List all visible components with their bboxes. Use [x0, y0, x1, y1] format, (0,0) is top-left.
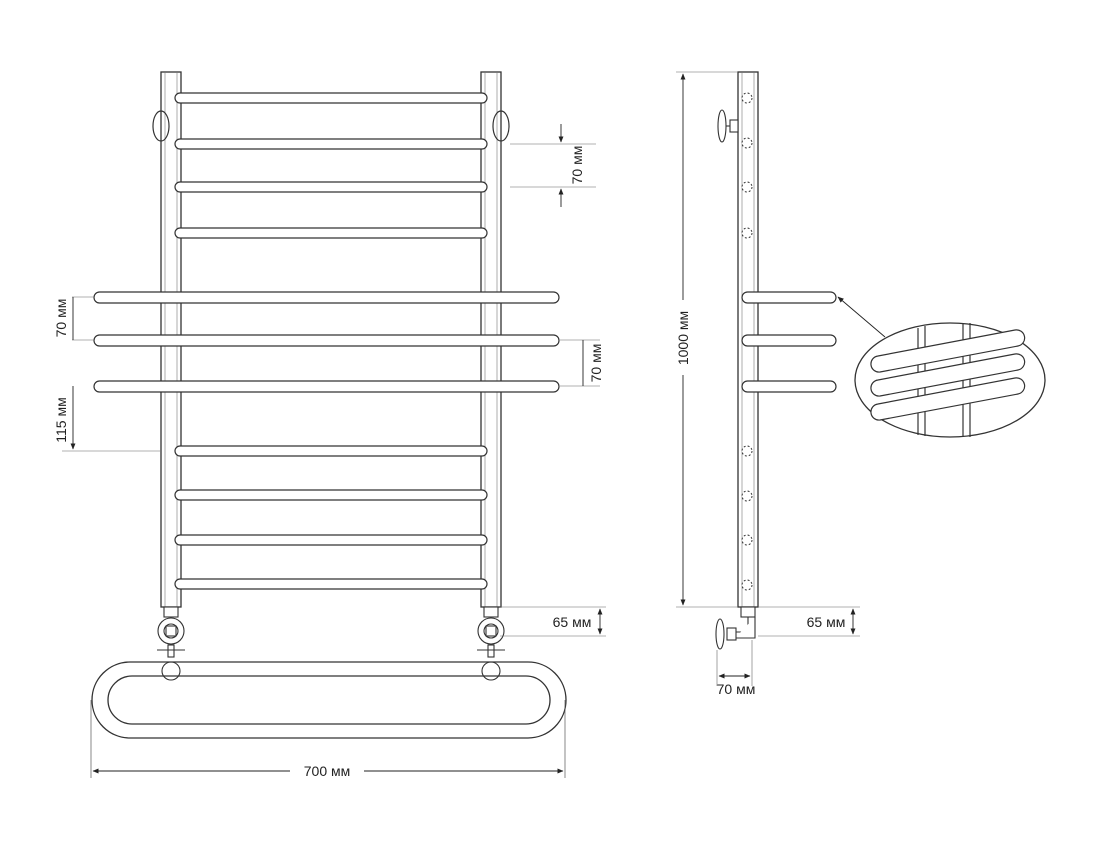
side-bottom-fitting: [715, 606, 756, 650]
wall-offset-label: 70 мм: [717, 681, 756, 697]
shelf-spacing-left-label: 70 мм: [53, 299, 69, 338]
detail-callout: [854, 322, 1046, 438]
side-shelves: [741, 291, 837, 393]
upper-rungs: [174, 92, 488, 239]
right-wall-bracket: [492, 110, 510, 142]
front-view: 700 мм 70 мм 70 мм 70 мм 115: [53, 71, 606, 779]
lower-rungs: [174, 445, 488, 590]
side-view: 1000 мм 65 мм 70 мм: [675, 71, 1046, 697]
rung: [174, 534, 488, 546]
shelf-to-rung-label: 115 мм: [53, 397, 69, 442]
shelf-bar: [93, 291, 560, 304]
rung: [174, 138, 488, 150]
shelf-spacing-right-label: 70 мм: [588, 344, 604, 383]
shelf-bars: [93, 291, 560, 393]
bottom-connection-label: 65 мм: [553, 614, 592, 630]
width-label: 700 мм: [304, 763, 351, 779]
side-shelf: [741, 291, 837, 304]
dimension-side-bottom: 65 мм: [758, 606, 860, 637]
rung-ends: [741, 92, 753, 591]
rung: [174, 181, 488, 193]
dimension-height: 1000 мм: [675, 71, 738, 608]
side-bottom-label: 65 мм: [807, 614, 846, 630]
rung: [174, 578, 488, 590]
dimension-bottom-connection: 65 мм: [500, 606, 606, 637]
dimension-wall-offset: 70 мм: [717, 640, 756, 697]
side-wall-bracket: [717, 109, 739, 143]
side-shelf: [741, 334, 837, 347]
bottom-loop-rail: [91, 661, 567, 739]
left-bottom-fitting: [157, 606, 185, 681]
height-label: 1000 мм: [675, 311, 691, 365]
rung-spacing-label: 70 мм: [569, 146, 585, 185]
left-wall-bracket: [152, 110, 170, 142]
rung: [174, 227, 488, 239]
dimension-width: 700 мм: [90, 700, 566, 779]
dimension-shelf-to-rung: 115 мм: [53, 386, 160, 452]
rung: [174, 489, 488, 501]
dimension-shelf-spacing-left: 70 мм: [53, 296, 94, 341]
detail-leader: [837, 296, 886, 338]
shelf-bar: [93, 380, 560, 393]
dimension-shelf-spacing-right: 70 мм: [560, 339, 604, 387]
right-bottom-fitting: [477, 606, 505, 681]
shelf-bar: [93, 334, 560, 347]
side-shelf: [741, 380, 837, 393]
dimension-rung-spacing: 70 мм: [510, 124, 596, 207]
rung: [174, 92, 488, 104]
rung: [174, 445, 488, 457]
